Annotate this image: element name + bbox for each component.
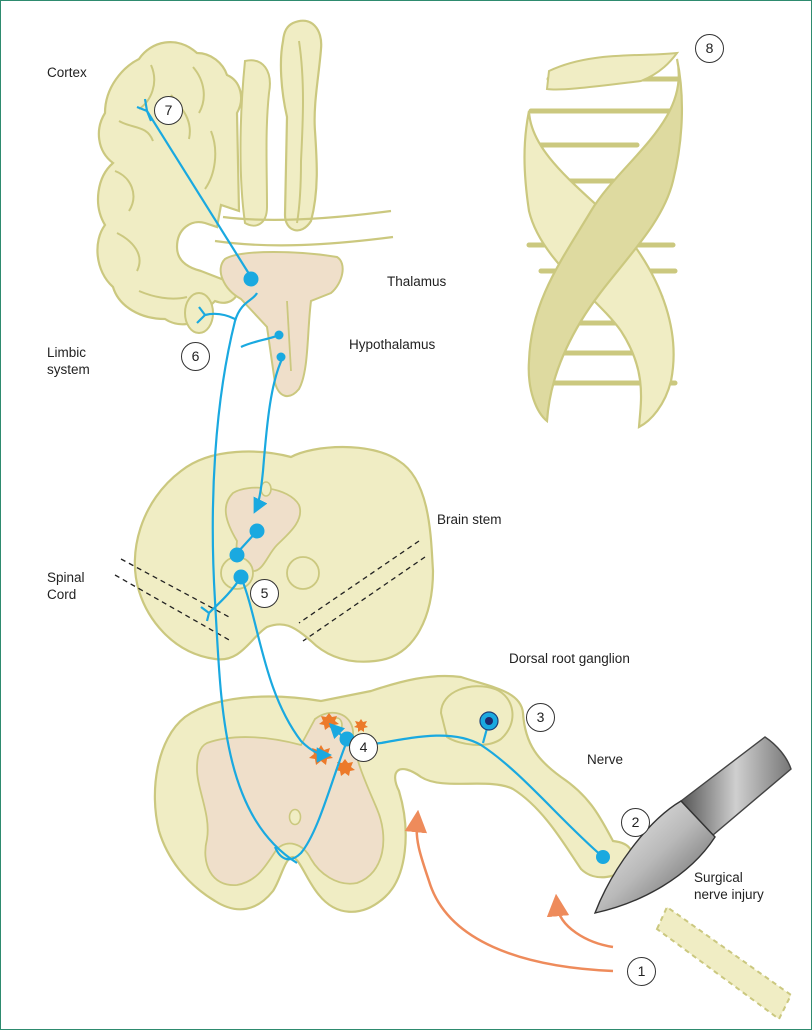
label-brain-stem: Brain stem: [437, 511, 502, 528]
label-limbic-system-line2: system: [47, 361, 90, 378]
label-dorsal-root-ganglion: Dorsal root ganglion: [509, 650, 630, 667]
severed-nerve-stump: [657, 907, 791, 1019]
drg-neuron-soma: [480, 712, 498, 730]
label-hypothalamus: Hypothalamus: [349, 336, 435, 353]
label-surgical-nerve-injury-line2: nerve injury: [694, 886, 764, 903]
limbic-structure: [185, 293, 213, 333]
callout-7: 7: [154, 96, 183, 125]
dna-helix: [525, 53, 682, 427]
label-limbic-system-line1: Limbic: [47, 344, 86, 361]
callout-3: 3: [526, 703, 555, 732]
callout-5: 5: [250, 579, 279, 608]
callout-1: 1: [627, 957, 656, 986]
label-spinal-cord-line2: Cord: [47, 586, 76, 603]
callout-2: 2: [621, 808, 650, 837]
label-cortex: Cortex: [47, 64, 87, 81]
thalamus-shape: [221, 252, 343, 396]
callout-8: 8: [695, 34, 724, 63]
callout-4: 4: [349, 733, 378, 762]
label-nerve: Nerve: [587, 751, 623, 768]
label-surgical-nerve-injury-line1: Surgical: [694, 869, 743, 886]
brain-stem-section: [135, 447, 433, 662]
label-spinal-cord-line1: Spinal: [47, 569, 85, 586]
callout-6: 6: [181, 342, 210, 371]
label-thalamus: Thalamus: [387, 273, 446, 290]
